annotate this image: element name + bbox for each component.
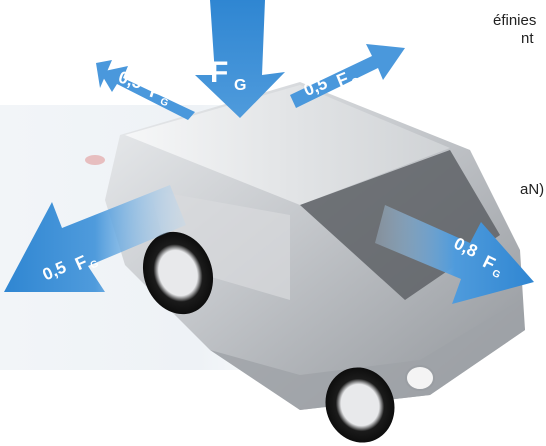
van-headlight (406, 366, 434, 390)
arrow-upper-left: 0,5 F G (96, 60, 195, 120)
arrow-upper-right: 0,5 F G (290, 44, 405, 108)
svg-text:G: G (234, 77, 246, 94)
svg-text:F: F (210, 56, 228, 89)
svg-text:G: G (350, 76, 362, 89)
van-taillight (85, 155, 105, 165)
